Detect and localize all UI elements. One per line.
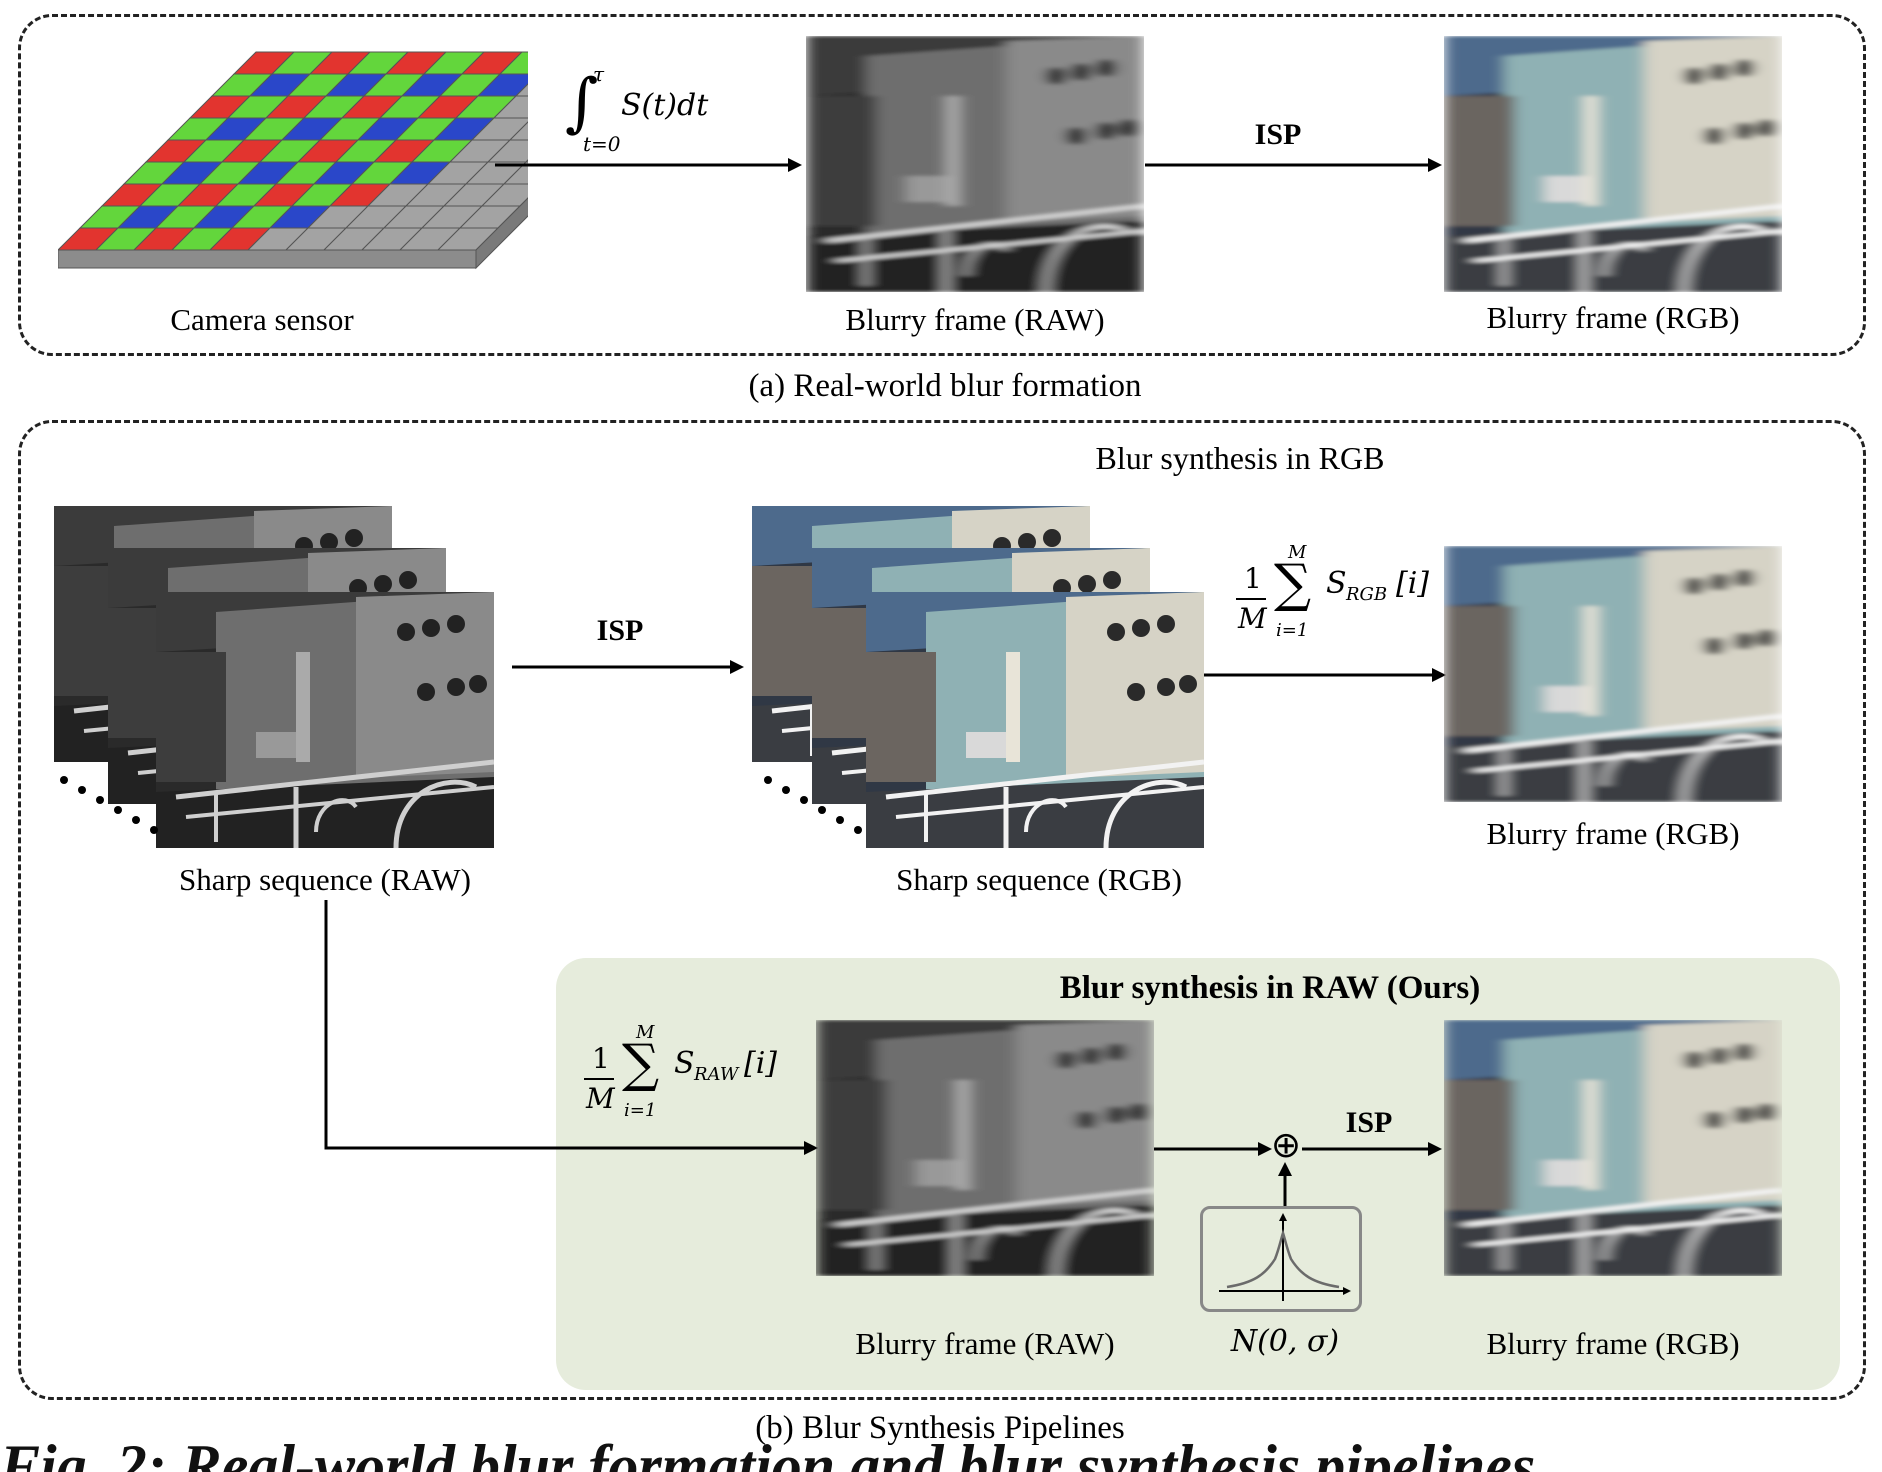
arrow-noise-to-plus [1278,1162,1292,1208]
arrow-sum-rgb [1204,668,1446,682]
rgb-synthesis-title: Blur synthesis in RGB [1095,440,1385,476]
arrow-plus-to-rgb [1302,1142,1442,1156]
blurry-raw-label-a: Blurry frame (RAW) [845,302,1105,337]
sharp-raw-frame-3 [156,592,494,848]
figure-caption-partial: Fig. 2: Real-world blur formation and bl… [0,1436,1536,1472]
arrow-sensor-to-raw [495,158,802,172]
sharp-raw-label: Sharp sequence (RAW) [179,862,471,897]
noise-distribution-box [1200,1206,1362,1312]
isp-label-a: ISP [1254,118,1302,151]
blurry-rgb-label-a: Blurry frame (RGB) [1486,300,1740,335]
ellipsis-dots-rgb [764,776,862,834]
panel-b-caption: (b) Blur Synthesis Pipelines [755,1410,1125,1446]
blurry-rgb-image-b-top [1444,546,1782,802]
noise-label: N(0, σ) [1230,1324,1340,1359]
gaussian-curve-icon [1219,1213,1351,1301]
bayer-sensor-icon [58,51,528,270]
arrow-raw-sequence-to-raw-sum [324,900,818,1155]
panel-a-caption: (a) Real-world blur formation [748,368,1142,404]
blurry-rgb-label-b-ours: Blurry frame (RGB) [1486,1326,1740,1361]
sharp-rgb-frame-3 [866,592,1204,848]
sharp-rgb-label: Sharp sequence (RGB) [896,862,1182,897]
isp-label-b-top: ISP [596,614,644,647]
isp-label-b-bottom: ISP [1345,1106,1393,1139]
plus-icon: ⊕ [1270,1125,1302,1166]
sum-raw-formula: 1 M M ∑ i=1 S RAW [i] [584,1022,778,1121]
arrow-raw-to-plus [1154,1142,1272,1156]
integral-formula: ∫ τ t=0 S(t)dt [565,62,709,156]
blurry-rgb-image-b-ours [1444,1020,1782,1276]
blurry-raw-label-b: Blurry frame (RAW) [855,1326,1115,1361]
panel-a-frame [18,14,1866,356]
blurry-rgb-image-a [1444,36,1782,292]
panel-b-frame [18,420,1866,1400]
ellipsis-dots-raw [60,776,158,834]
blurry-raw-image-a [806,36,1144,292]
blurry-raw-image-b [816,1020,1154,1276]
camera-sensor-label: Camera sensor [170,302,354,337]
arrow-raw-to-rgb-a [1145,158,1442,172]
raw-synthesis-title: Blur synthesis in RAW (Ours) [1059,970,1481,1006]
blurry-rgb-label-b-top: Blurry frame (RGB) [1486,816,1740,851]
arrow-isp-top [512,660,744,674]
sum-rgb-formula: 1 M M ∑ i=1 S RGB [i] [1236,542,1430,641]
